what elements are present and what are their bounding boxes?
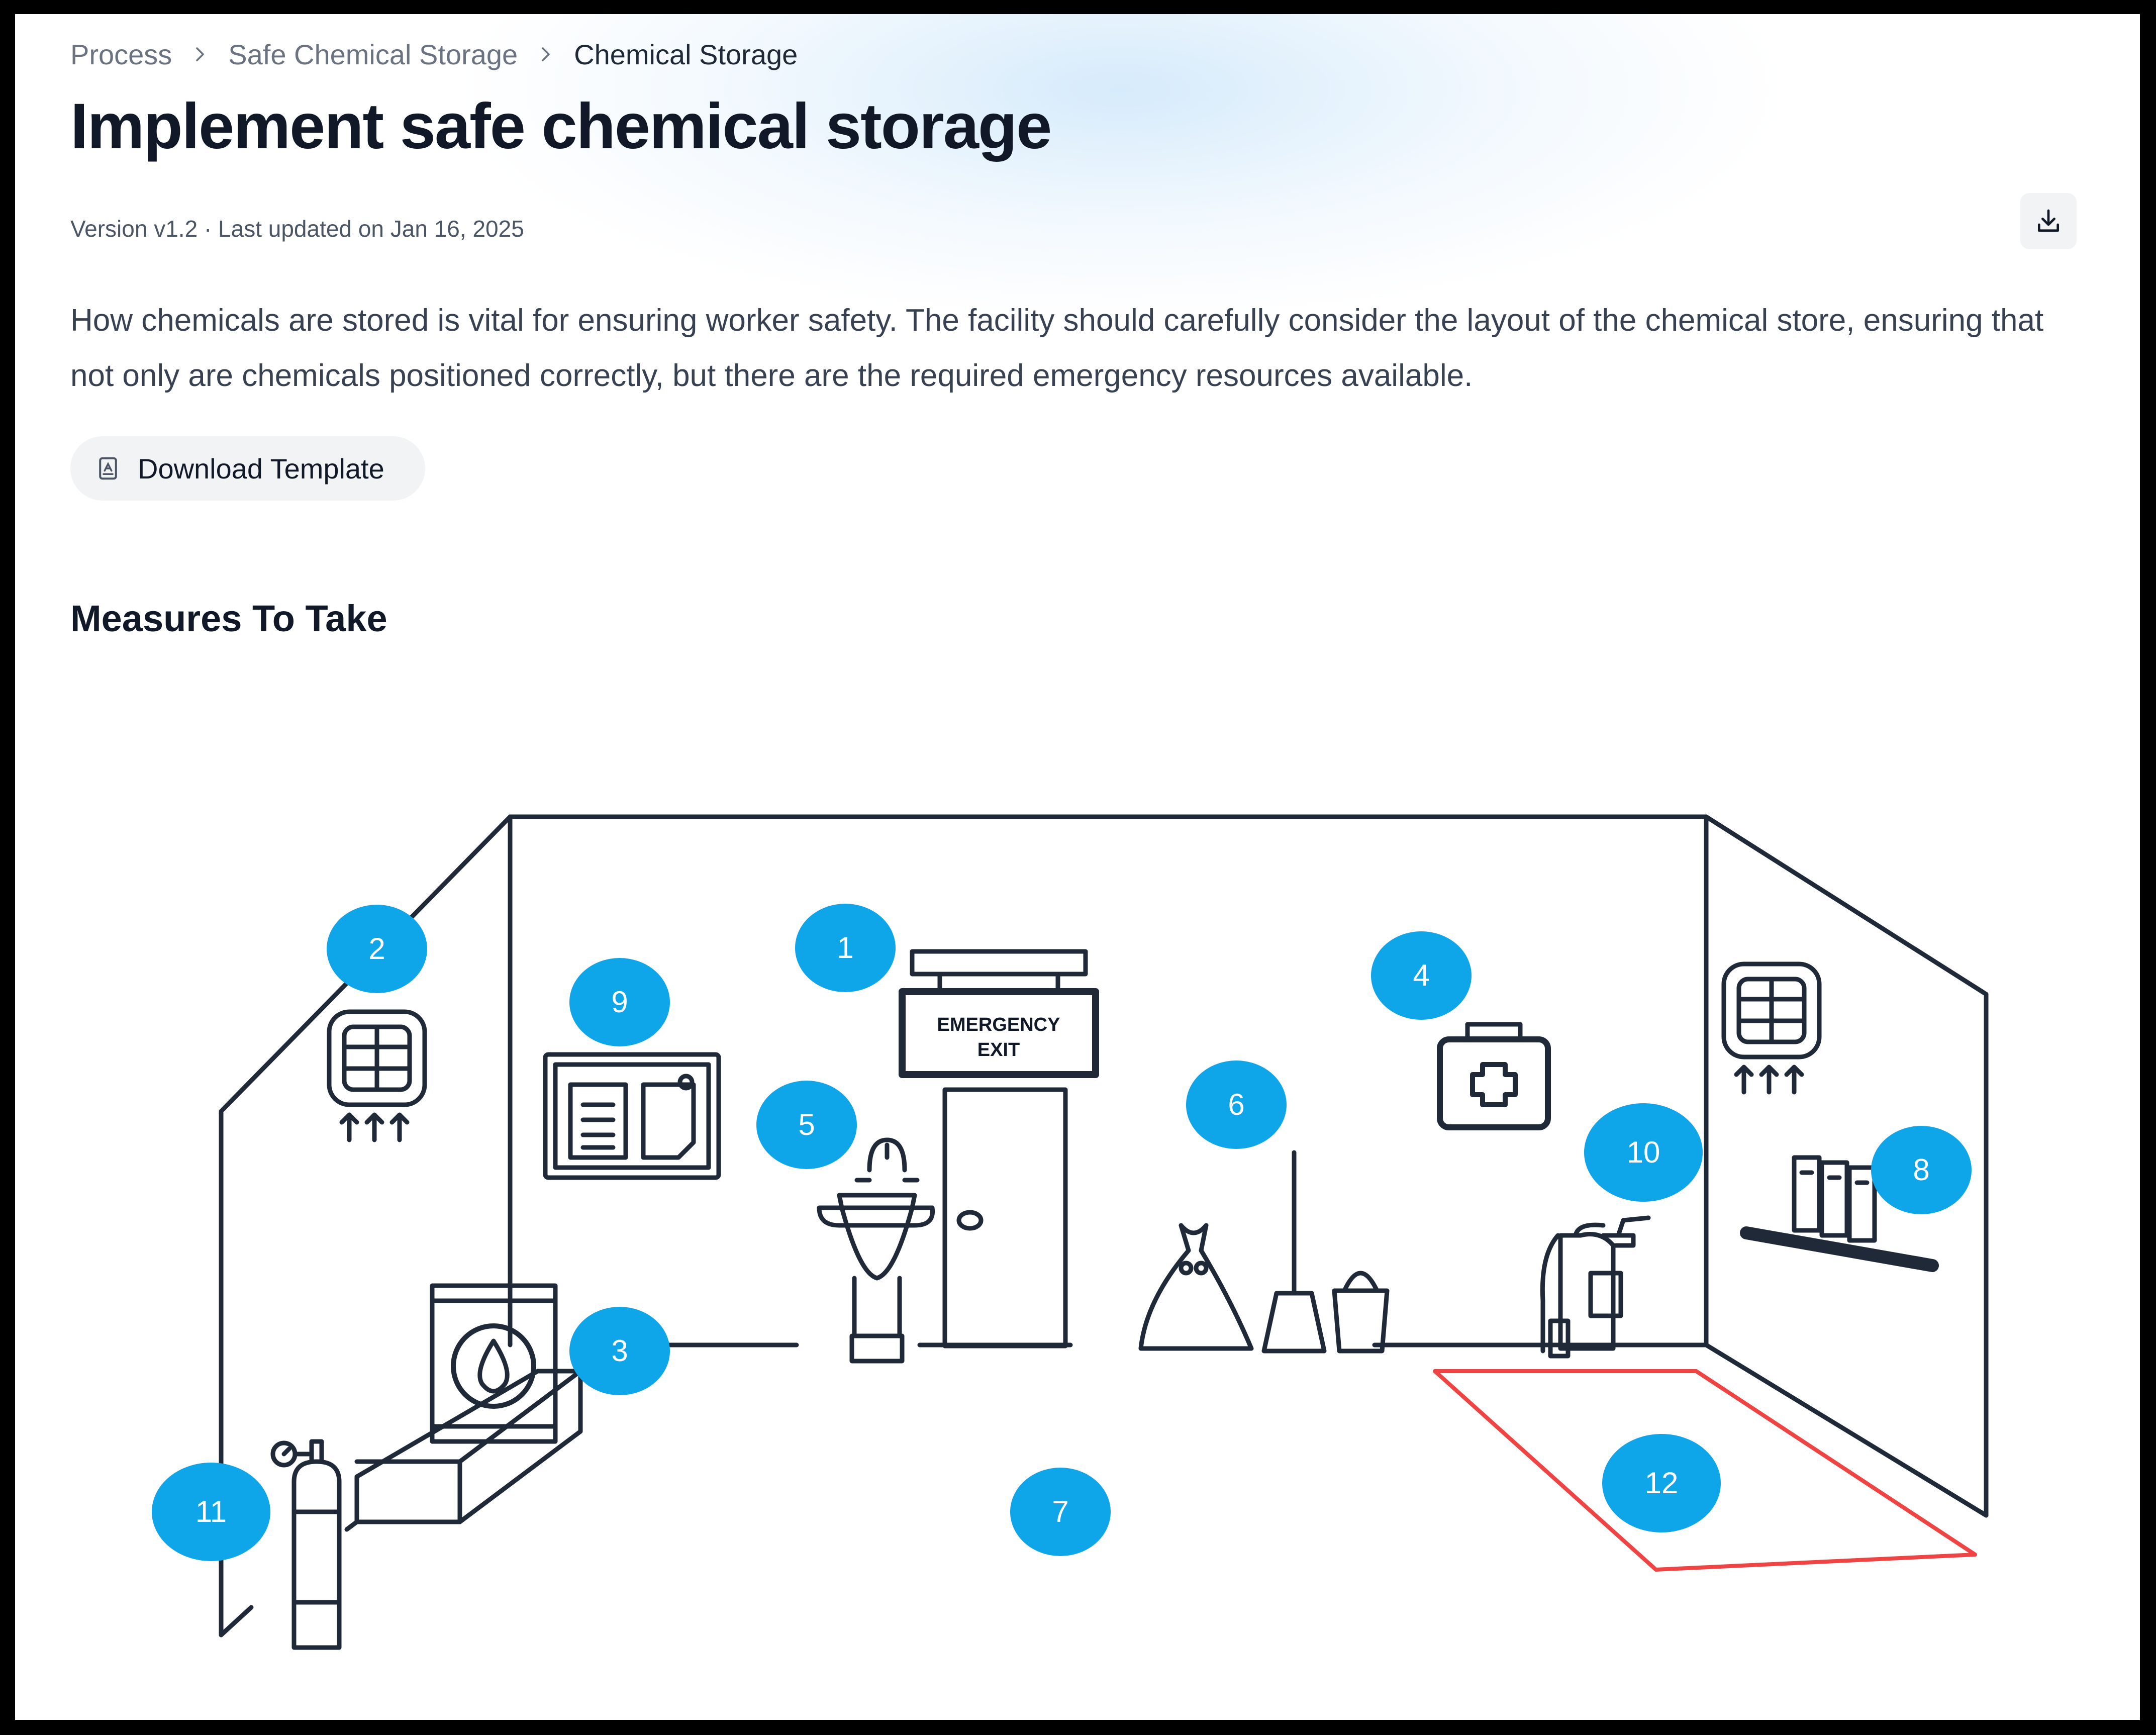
shelf-binders-icon [1740,1155,1939,1272]
breadcrumb-chemical-storage: Chemical Storage [574,38,798,70]
marker-10[interactable]: 10 [1584,1103,1703,1202]
download-template-label: Download Template [138,452,384,485]
svg-text:12: 12 [1645,1466,1679,1500]
chevron-right-icon [542,47,550,61]
sink-icon [817,1137,935,1364]
marker-1[interactable]: 1 [795,904,896,992]
marker-12[interactable]: 12 [1602,1434,1721,1532]
emergency-exit-icon [899,949,1099,1348]
svg-text:11: 11 [195,1495,227,1528]
marker-9[interactable]: 9 [569,958,670,1046]
fire-extinguisher-icon [1540,1215,1651,1359]
breadcrumb: Process Safe Chemical Storage Chemical S… [70,34,798,74]
document-icon [99,457,117,480]
download-template-button[interactable]: Download Template [70,436,425,501]
svg-text:9: 9 [611,985,628,1019]
breadcrumb-process[interactable]: Process [70,38,172,70]
svg-text:8: 8 [1913,1153,1929,1187]
marker-6[interactable]: 6 [1186,1061,1287,1149]
page-title: Implement safe chemical storage [70,90,1052,162]
marker-4[interactable]: 4 [1371,931,1472,1020]
marker-5[interactable]: 5 [756,1081,857,1169]
exit-sign-text: EMERGENCY [937,1014,1060,1035]
marker-11[interactable]: 11 [152,1463,270,1561]
chevron-right-icon [196,47,205,61]
section-title: Measures To Take [70,598,387,639]
marker-8[interactable]: 8 [1871,1126,1972,1214]
marker-3[interactable]: 3 [569,1307,670,1395]
version-meta: Version v1.2 · Last updated on Jan 16, 2… [70,216,524,242]
svg-text:5: 5 [798,1108,815,1141]
svg-text:7: 7 [1052,1495,1068,1528]
svg-text:6: 6 [1228,1088,1244,1121]
svg-text:4: 4 [1413,958,1429,992]
header-glow [467,14,1774,316]
gas-cylinder-icon [270,1439,342,1650]
page: Process Safe Chemical Storage Chemical S… [15,14,2140,1720]
drum-spill-tray-icon [344,1283,583,1532]
page-description: How chemicals are stored is vital for en… [70,303,2044,393]
marker-7[interactable]: 7 [1010,1468,1111,1556]
chemical-store-illustration: EMERGENCY EXIT 1 2 3 4 5 6 7 8 9 10 11 1… [152,814,1989,1650]
notice-board-icon [543,1052,721,1180]
first-aid-kit-icon [1437,1022,1551,1130]
room-walls [219,814,1989,1637]
marker-2[interactable]: 2 [327,905,427,993]
breadcrumb-safe-chemical-storage[interactable]: Safe Chemical Storage [228,38,518,70]
svg-text:2: 2 [368,932,385,966]
download-icon [2038,209,2059,232]
spill-kit-icon [1138,1150,1390,1354]
vent-icon [327,1009,427,1142]
exit-sign-text: EXIT [977,1039,1020,1061]
download-button[interactable] [2020,193,2077,249]
vent-icon [1721,961,1822,1095]
svg-text:10: 10 [1627,1135,1660,1169]
svg-text:3: 3 [611,1334,628,1368]
svg-text:1: 1 [837,931,853,965]
floor-hazard-zone [1433,1369,1977,1572]
